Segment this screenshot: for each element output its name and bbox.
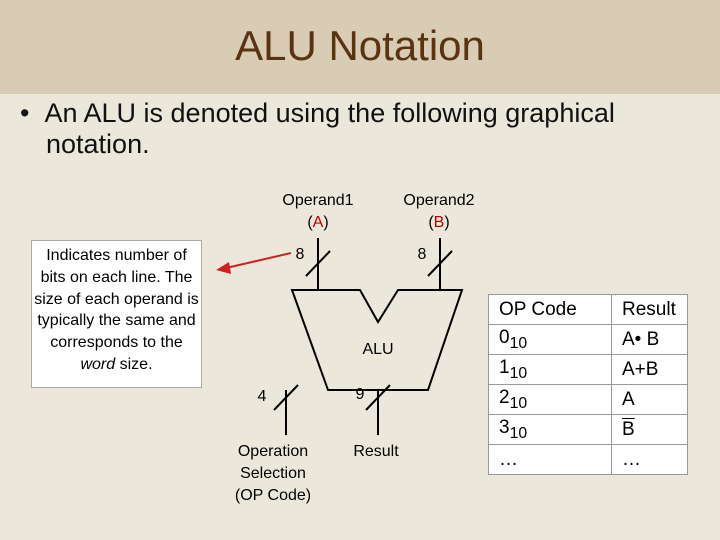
bit-width-note: Indicates number of bits on each line. T… xyxy=(31,240,202,388)
opcode-base: 10 xyxy=(509,334,528,352)
opcode-value: 0 xyxy=(499,326,510,348)
operand2-paren-open: ( xyxy=(428,214,434,231)
slash-op xyxy=(273,384,299,411)
slash-a xyxy=(305,250,331,277)
result-value: … xyxy=(611,444,688,475)
operand2-label: Operand2 (B) xyxy=(383,190,495,234)
width-b-label: 8 xyxy=(417,246,427,263)
result-value-negated: B xyxy=(622,418,635,440)
operand2-name: Operand2 xyxy=(403,192,475,209)
op-label-line-3: (OP Code) xyxy=(234,487,312,504)
op-selection-label: Operation Selection (OP Code) xyxy=(222,441,324,507)
op-label-line-2: Selection xyxy=(240,465,306,482)
opcode-value: 2 xyxy=(499,386,510,408)
op-label-line-1: Operation xyxy=(237,443,309,460)
note-text-em: word xyxy=(80,355,116,373)
table-row: 210 A xyxy=(488,384,688,415)
opcode-table: OP Code Result 010 A• B 110 A+B 210 A 31… xyxy=(488,294,688,475)
pointer-arrowhead xyxy=(216,262,231,274)
header-opcode: OP Code xyxy=(488,294,612,325)
header-result: Result xyxy=(611,294,688,325)
operand1-symbol: A xyxy=(312,214,324,231)
slash-b xyxy=(427,250,453,277)
operand1-name: Operand1 xyxy=(282,192,354,209)
opcode-value: 1 xyxy=(499,356,510,378)
width-op-label: 4 xyxy=(257,388,267,405)
table-row: 110 A+B xyxy=(488,354,688,385)
width-result-label: 9 xyxy=(355,386,365,403)
opcode-base: 10 xyxy=(509,364,528,382)
operand1-paren-open: ( xyxy=(307,214,313,231)
result-label: Result xyxy=(353,443,399,460)
opcode-base: 10 xyxy=(509,424,528,442)
alu-shape xyxy=(290,289,464,391)
note-text-before: Indicates number of bits on each line. T… xyxy=(34,247,199,352)
table-row: 010 A• B xyxy=(488,324,688,355)
width-a-label: 8 xyxy=(295,246,305,263)
opcode-value: 3 xyxy=(499,416,510,438)
result-value: A• B xyxy=(611,324,688,355)
pointer-arrow xyxy=(225,252,292,269)
operand2-symbol: B xyxy=(433,214,445,231)
slash-result xyxy=(365,384,391,411)
bullet-content: An ALU is denoted using the following gr… xyxy=(44,98,615,159)
opcode-base: 10 xyxy=(509,394,528,412)
opcode-value: … xyxy=(488,444,612,475)
table-row: … … xyxy=(488,444,688,475)
alu-label: ALU xyxy=(362,341,394,358)
note-text-after: size. xyxy=(119,355,153,373)
table-row: 310 B xyxy=(488,414,688,445)
operand2-paren-close: ) xyxy=(444,214,450,231)
result-value: A+B xyxy=(611,354,688,385)
title-bar xyxy=(0,0,720,94)
result-value: A xyxy=(611,384,688,415)
bullet-text: • An ALU is denoted using the following … xyxy=(20,98,615,159)
table-header-row: OP Code Result xyxy=(488,294,688,325)
operand1-label: Operand1 (A) xyxy=(262,190,374,234)
slide-title: ALU Notation xyxy=(235,22,485,69)
operand1-paren-close: ) xyxy=(323,214,329,231)
